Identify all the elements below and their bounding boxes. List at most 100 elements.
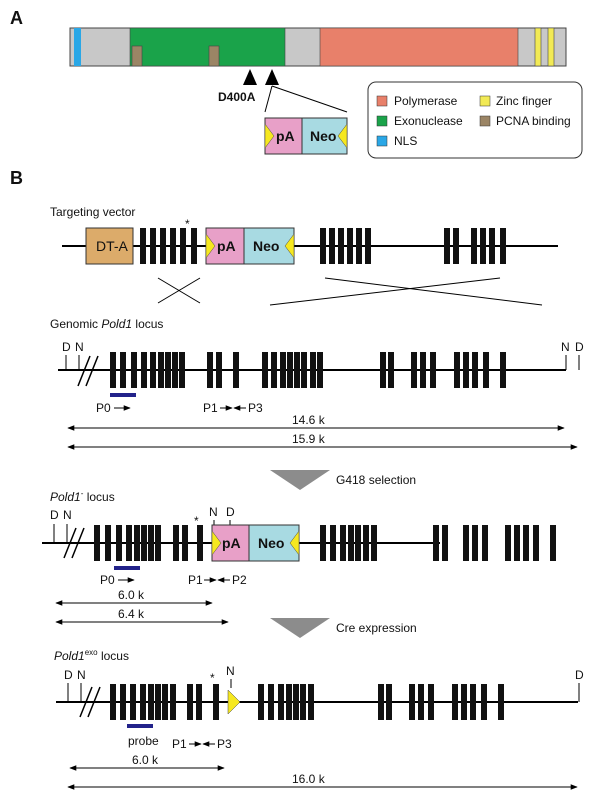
legend-polymerase: Polymerase: [394, 94, 458, 108]
exon-bar: [191, 228, 197, 264]
exon-bar: [471, 228, 477, 264]
exon-bar: [356, 228, 362, 264]
exon-bar: [330, 525, 336, 561]
exon-bar: [420, 352, 426, 388]
exon-bar: [300, 684, 306, 720]
vector-exons: [140, 228, 506, 264]
exon-bar: [378, 684, 384, 720]
exon-bar: [442, 525, 448, 561]
exon-bar: [162, 684, 168, 720]
exon-bar: [347, 228, 353, 264]
exon-bar: [165, 352, 171, 388]
genomic-p3: P3: [248, 401, 263, 415]
step-cre: Cre expression: [336, 621, 417, 635]
loxp-icon: [337, 123, 348, 149]
genomic-size-1: 14.6 k: [292, 413, 326, 427]
legend: Polymerase Exonuclease NLS Zinc finger P…: [367, 81, 583, 159]
exon-bar: [141, 525, 147, 561]
insert-neo-label: Neo: [310, 128, 336, 144]
exon-bar: [470, 684, 476, 720]
minus-d-mid: D: [226, 505, 235, 519]
exon-bar: [320, 228, 326, 264]
legend-nls: NLS: [394, 134, 417, 148]
exon-bar: [94, 525, 100, 561]
exon-bar: [430, 352, 436, 388]
exon-bar: [480, 228, 486, 264]
minus-d-left: D: [50, 508, 59, 522]
exon-bar: [170, 228, 176, 264]
legend-pcna: PCNA binding: [496, 114, 571, 128]
exo-size-1: 6.0 k: [132, 753, 159, 767]
legend-nls-swatch: [376, 135, 388, 147]
exon-bar: [380, 352, 386, 388]
insertion-arrowhead: [265, 69, 279, 85]
exon-bar: [433, 525, 439, 561]
exon-bar: [428, 684, 434, 720]
exon-bar: [293, 684, 299, 720]
exon-bar: [310, 352, 316, 388]
exon-bar: [409, 684, 415, 720]
insert-pa-label: pA: [276, 128, 295, 144]
exo-title: Pold1exo locus: [54, 648, 129, 663]
down-arrow-icon: [270, 470, 330, 490]
exon-bar: [150, 228, 156, 264]
exo-locus: D N N D * probe P1 P3 6.0 k 16.0 k: [56, 664, 584, 790]
exon-bar: [116, 525, 122, 561]
targeting-vector: DT-A * pA Neo: [62, 217, 558, 265]
exon-bar: [320, 525, 326, 561]
exon-bar: [172, 352, 178, 388]
exon-bar: [271, 352, 277, 388]
legend-zinc-finger: Zinc finger: [496, 94, 552, 108]
zinc-finger-2: [547, 27, 555, 67]
exon-bar: [514, 525, 520, 561]
exon-bar: [329, 228, 335, 264]
genomic-size-2: 15.9 k: [292, 432, 326, 446]
exon-bar: [463, 525, 469, 561]
exo-d-right: D: [575, 668, 584, 682]
exon-bar: [179, 352, 185, 388]
exon-bar: [158, 352, 164, 388]
exon-bar: [317, 352, 323, 388]
minus-title: Pold1- locus: [50, 489, 115, 504]
exon-bar: [363, 525, 369, 561]
step-arrow-2: Cre expression: [270, 618, 417, 638]
exon-bar: [550, 525, 556, 561]
exon-bar: [489, 228, 495, 264]
step-arrow-1: G418 selection: [270, 470, 416, 490]
vector-title: Targeting vector: [50, 205, 135, 219]
nls-domain: [74, 28, 81, 66]
probe-bar: [110, 393, 136, 397]
genomic-n-left: N: [75, 340, 84, 354]
exon-bar: [155, 525, 161, 561]
exo-exons: [110, 684, 504, 720]
exon-bar: [105, 525, 111, 561]
dta-label: DT-A: [96, 238, 129, 254]
exon-bar: [280, 352, 286, 388]
exon-bar: [196, 684, 202, 720]
exon-bar: [365, 228, 371, 264]
exon-bar: [500, 228, 506, 264]
exon-bar: [278, 684, 284, 720]
exon-bar: [173, 525, 179, 561]
exon-bar: [140, 228, 146, 264]
exonuclease-domain: [129, 27, 286, 67]
legend-polymerase-swatch: [376, 95, 388, 107]
d400a-label: D400A: [218, 90, 256, 104]
minus-n-left: N: [63, 508, 72, 522]
exon-bar: [110, 352, 116, 388]
exon-bar: [286, 684, 292, 720]
exo-p1: P1: [172, 737, 187, 751]
exon-bar: [120, 684, 126, 720]
exon-bar: [268, 684, 274, 720]
minus-size-2: 6.4 k: [118, 607, 145, 621]
panel-a-label: A: [10, 8, 23, 28]
exon-bar: [500, 352, 506, 388]
exo-p3: P3: [217, 737, 232, 751]
pcna-box-2: [208, 45, 220, 67]
exon-bar: [197, 525, 203, 561]
exon-bar: [110, 684, 116, 720]
exon-bar: [160, 228, 166, 264]
genomic-d-left: D: [62, 340, 71, 354]
loxp-icon: [211, 530, 222, 556]
